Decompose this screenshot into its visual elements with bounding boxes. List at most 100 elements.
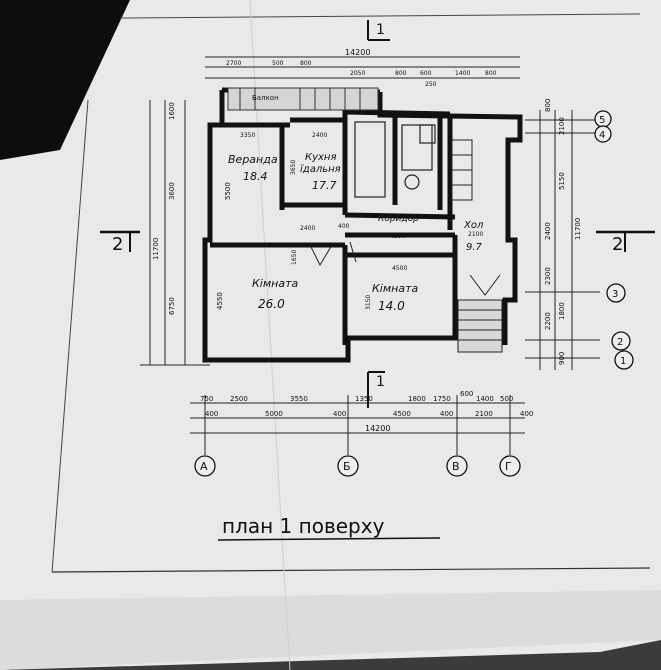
svg-text:5500: 5500	[224, 182, 232, 200]
svg-text:3150: 3150	[365, 295, 372, 310]
room-area-big: 26.0	[258, 297, 285, 311]
plan-title: план 1 поверху	[222, 514, 385, 538]
bottom-dimension-chain	[190, 395, 525, 455]
section-mark-left: 2	[100, 230, 140, 255]
room-area-veranda: 18.4	[243, 170, 268, 183]
balcony-hatch	[227, 87, 379, 111]
total-width-bottom: 14200	[365, 424, 390, 433]
top-dim-labels: 2700 500 800 2050 800 600 1400 250 800	[226, 60, 497, 88]
frame-left	[51, 99, 89, 573]
top-dimension-chain	[205, 56, 520, 79]
paper-fold	[0, 590, 661, 670]
svg-text:2: 2	[617, 337, 623, 348]
svg-text:2050: 2050	[350, 70, 365, 77]
svg-text:600: 600	[460, 390, 473, 398]
svg-text:2300: 2300	[544, 267, 552, 285]
room-name-big: Кімната	[252, 277, 299, 290]
svg-text:800: 800	[395, 70, 407, 77]
svg-text:400: 400	[338, 223, 350, 230]
svg-text:В: В	[452, 460, 460, 473]
svg-text:4500: 4500	[393, 410, 411, 418]
frame-bottom	[51, 567, 651, 573]
svg-text:1: 1	[376, 374, 385, 390]
room-area-kitchen: 17.7	[312, 179, 337, 192]
svg-text:800: 800	[300, 60, 312, 67]
svg-text:2100: 2100	[558, 117, 566, 135]
svg-text:11700: 11700	[574, 218, 582, 240]
svg-text:750: 750	[200, 395, 213, 403]
room-name-kitchen-1: Кухня	[305, 152, 337, 163]
svg-text:1400: 1400	[476, 395, 494, 403]
bathroom-fixtures	[354, 121, 436, 198]
svg-text:2100: 2100	[468, 231, 483, 238]
svg-text:250: 250	[425, 81, 437, 88]
svg-text:2700: 2700	[226, 60, 241, 67]
column-axis-markers: А Б В Г	[194, 455, 521, 477]
building-walls	[202, 87, 523, 363]
svg-text:4550: 4550	[216, 292, 224, 310]
svg-text:1350: 1350	[355, 395, 373, 403]
svg-text:2500: 2500	[230, 395, 248, 403]
svg-text:3650: 3650	[290, 160, 297, 175]
svg-text:3350: 3350	[240, 132, 255, 139]
room-name-small: Кімната	[372, 282, 419, 295]
svg-text:2200: 2200	[544, 312, 552, 330]
svg-text:2: 2	[612, 234, 623, 255]
svg-text:5: 5	[599, 115, 605, 126]
room-name-hall: Хол	[463, 220, 484, 231]
svg-text:1750: 1750	[433, 395, 451, 403]
room-name-veranda: Веранда	[228, 153, 278, 166]
svg-text:А: А	[200, 460, 208, 473]
room-area-small: 14.0	[378, 299, 405, 313]
svg-text:Г: Г	[505, 460, 512, 473]
svg-text:4500: 4500	[392, 265, 407, 272]
svg-text:1650: 1650	[291, 250, 298, 265]
svg-text:600: 600	[420, 70, 432, 77]
right-dim-labels: 800 2100 5150 2400 2300 2200 11700 1800 …	[544, 99, 582, 365]
interior-dims: 3350 2400 3650 2400 4500 4500 2100 3150 …	[240, 132, 483, 310]
fold-crease	[249, 0, 291, 670]
svg-text:6750: 6750	[168, 297, 176, 315]
svg-text:1: 1	[620, 356, 626, 367]
svg-text:800: 800	[544, 99, 552, 112]
svg-text:2100: 2100	[475, 410, 493, 418]
balcony-label: Балкон	[252, 94, 279, 102]
dark-fabric	[0, 0, 130, 160]
svg-text:1400: 1400	[455, 70, 470, 77]
svg-text:3: 3	[612, 289, 618, 300]
room-area-hall: 9.7	[466, 242, 483, 253]
svg-text:500: 500	[500, 395, 513, 403]
title-underline	[217, 537, 441, 541]
svg-text:3550: 3550	[290, 395, 308, 403]
total-width-top: 14200	[345, 48, 370, 57]
room-name-corridor: Коридор	[378, 214, 419, 224]
svg-text:500: 500	[272, 60, 284, 67]
section-mark-top: 1	[367, 20, 390, 41]
svg-text:1: 1	[376, 22, 385, 38]
svg-text:400: 400	[333, 410, 346, 418]
svg-text:1800: 1800	[558, 302, 566, 320]
svg-text:400: 400	[520, 410, 533, 418]
stairs	[451, 139, 503, 353]
svg-text:2400: 2400	[300, 225, 315, 232]
left-dim-labels: 11700 1600 3600 6750 5500 4550	[152, 102, 232, 315]
section-mark-bottom: 1	[367, 371, 385, 408]
svg-text:11700: 11700	[152, 238, 160, 260]
svg-text:4: 4	[599, 130, 605, 141]
svg-text:Б: Б	[343, 460, 351, 473]
room-labels: Веранда 18.4 Кухня їдальня 17.7 Кімната …	[228, 152, 484, 313]
svg-text:2: 2	[112, 234, 123, 255]
frame-top	[119, 13, 641, 19]
svg-text:4500: 4500	[390, 233, 405, 240]
svg-text:900: 900	[558, 352, 566, 365]
svg-text:3600: 3600	[168, 182, 176, 200]
svg-text:400: 400	[205, 410, 218, 418]
svg-text:1800: 1800	[408, 395, 426, 403]
bottom-dim-labels: 750 2500 3550 1350 1800 1750 600 1400 50…	[200, 390, 533, 418]
room-name-kitchen-2: їдальня	[300, 164, 341, 175]
section-mark-right: 2	[596, 230, 655, 255]
left-dimension-chain	[140, 100, 210, 366]
row-axis-markers: 5 4 3 2 1	[594, 110, 634, 370]
